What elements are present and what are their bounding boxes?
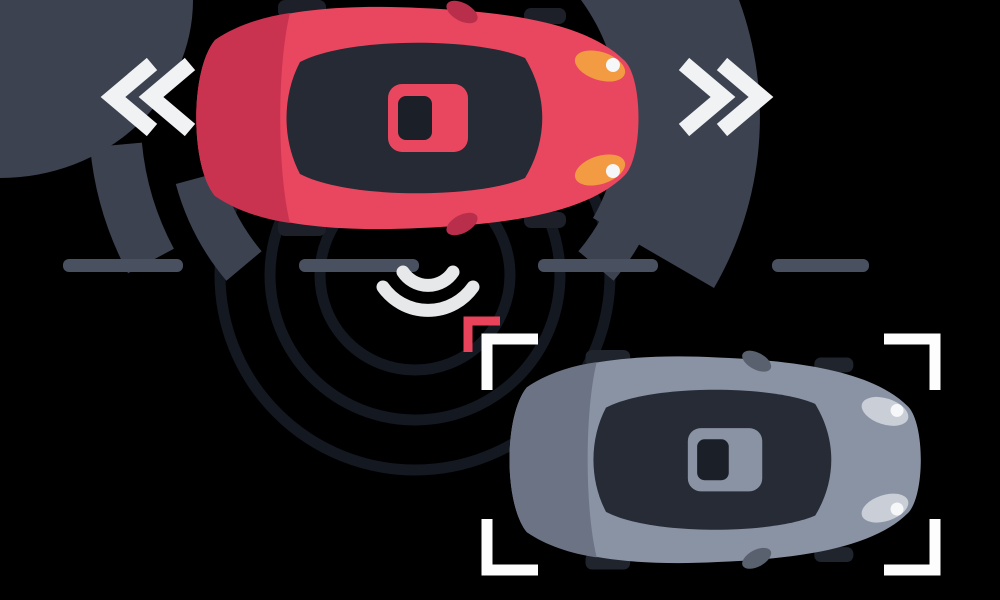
car-sunroof [697, 439, 729, 481]
lane-dash [772, 259, 869, 272]
car-mirror-top [446, 0, 478, 24]
headlight-dot [890, 502, 904, 516]
chevron-right-inner [678, 57, 736, 137]
car-headlight-top [574, 50, 626, 82]
radar-waves-icon [376, 265, 480, 317]
car-rear-shade [196, 13, 290, 223]
lane-dash [63, 259, 183, 272]
headlight-dot [605, 57, 620, 72]
sensor-band-left [90, 142, 175, 274]
sensor-fan-top-left [0, 0, 193, 178]
sensor-band-bottom-left [175, 171, 262, 281]
red-car [196, 0, 639, 236]
chevron-left-icon [100, 57, 196, 137]
car-mirror-bottom [742, 547, 772, 569]
gray-car [509, 350, 921, 570]
chevron-right-icon [678, 57, 774, 137]
car-mirror-bottom [446, 212, 478, 236]
headlight-dot [605, 164, 620, 179]
radar-wave-inner [396, 265, 460, 292]
lane-dash [538, 259, 658, 272]
headlight-dot [890, 403, 904, 417]
car-mirror-top [742, 350, 772, 372]
detection-frame [481, 333, 941, 576]
car-rear-shade [509, 362, 597, 558]
lane-dash [299, 259, 419, 272]
car-wheel [524, 8, 566, 24]
car-headlight-bottom [574, 154, 626, 186]
car-sunroof [398, 96, 432, 140]
lane-markings [63, 259, 869, 272]
bracket-top-right [884, 333, 941, 390]
car-wheel [814, 547, 854, 563]
car-headlight-bottom [861, 493, 909, 523]
bracket-bottom-left [481, 519, 538, 576]
bracket-top-left [481, 333, 538, 390]
car-wheel [524, 212, 566, 228]
car-headlight-top [861, 396, 909, 426]
chevron-left-outer [100, 57, 158, 137]
red-corner-bracket [463, 316, 500, 352]
car-wheel [814, 357, 854, 373]
chevron-left-inner [138, 57, 196, 137]
chevron-right-outer [716, 57, 774, 137]
bracket-bottom-right [884, 519, 941, 576]
radar-wave-outer [376, 280, 480, 317]
